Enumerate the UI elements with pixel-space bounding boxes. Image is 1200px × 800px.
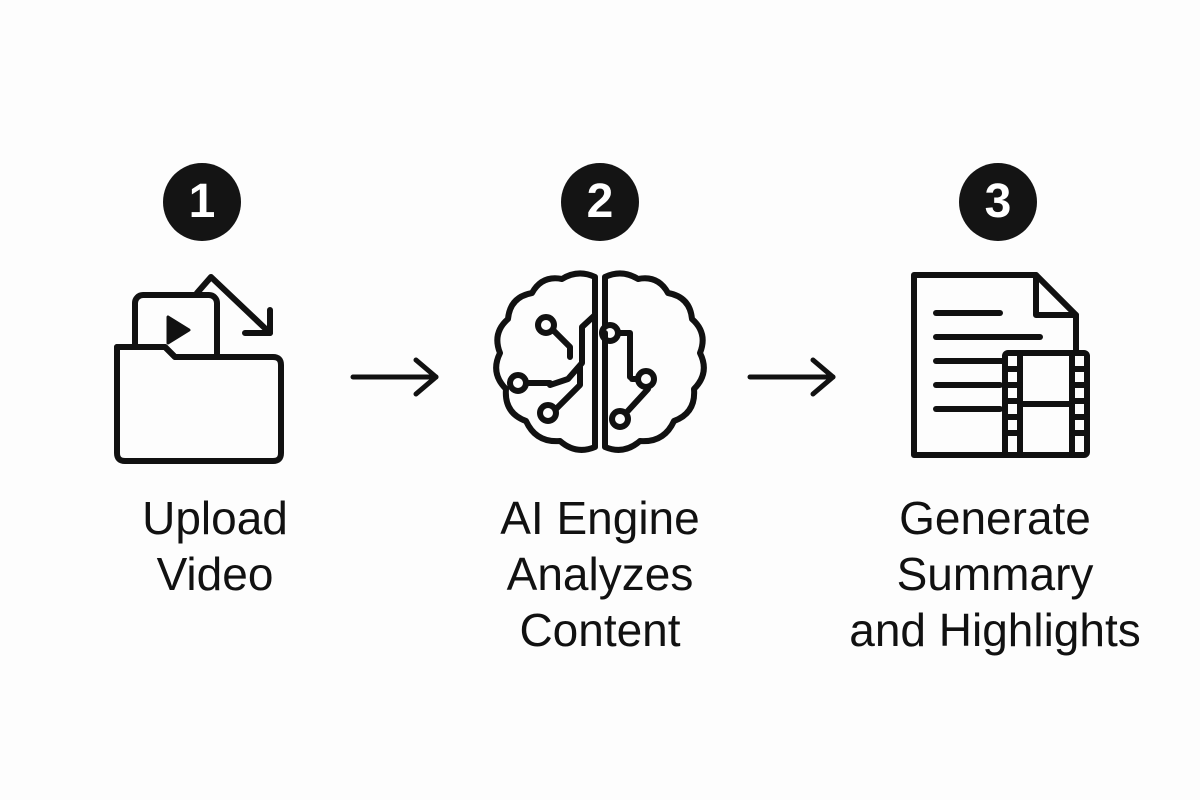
folder-video-icon <box>95 255 355 485</box>
step-2-label-line-3: Content <box>519 604 681 656</box>
flow-arrow-1-icon <box>348 352 448 402</box>
step-1-label: Upload Video <box>35 490 395 602</box>
step-3-number-badge: 3 <box>959 163 1037 241</box>
step-1: 1 Upload Video <box>40 0 360 800</box>
step-3-label-line-2: Summary <box>896 548 1094 600</box>
step-2: 2 AI Engine Analyzes Content <box>440 0 760 800</box>
step-3-label: Generate Summary and Highlights <box>815 490 1175 658</box>
step-3-label-line-3: and Highlights <box>849 604 1141 656</box>
step-2-number-badge: 2 <box>561 163 639 241</box>
flow-arrow-2-icon <box>745 352 845 402</box>
step-1-number-badge: 1 <box>163 163 241 241</box>
step-1-label-line-1: Upload <box>142 492 288 544</box>
step-2-label-line-2: Analyzes <box>506 548 694 600</box>
brain-circuit-icon <box>470 255 730 485</box>
step-3: 3 Generate Summary and Highlights <box>840 0 1160 800</box>
step-2-label-line-1: AI Engine <box>500 492 700 544</box>
document-film-icon <box>880 255 1140 485</box>
step-1-label-line-2: Video <box>156 548 274 600</box>
step-2-label: AI Engine Analyzes Content <box>420 490 780 658</box>
step-3-label-line-1: Generate <box>899 492 1091 544</box>
